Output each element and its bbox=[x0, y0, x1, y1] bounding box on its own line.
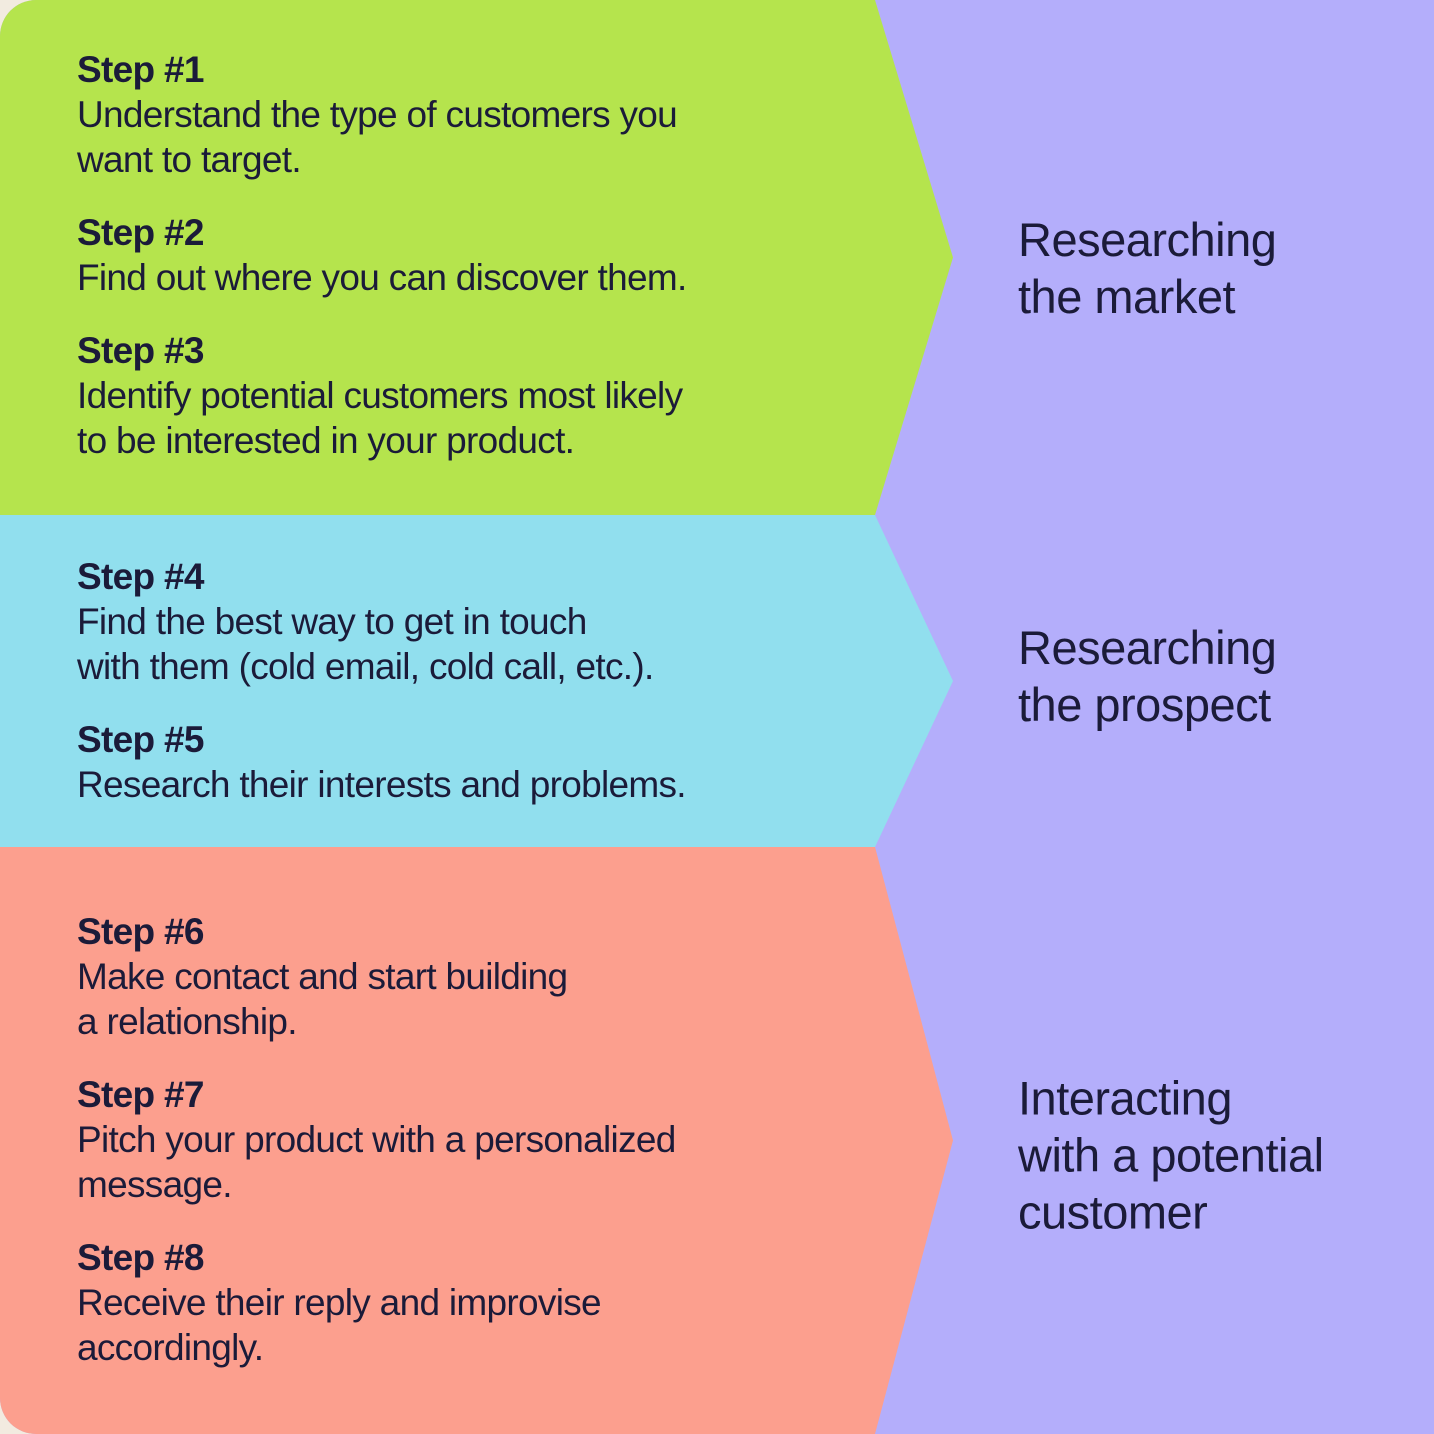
step-5-title: Step #5 bbox=[77, 719, 204, 760]
step-4-text-line: with them (cold email, cold call, etc.). bbox=[77, 646, 654, 687]
stage-label-line: Researching bbox=[1018, 621, 1277, 674]
step-1-text-line: Understand the type of customers you bbox=[77, 94, 678, 135]
step-7-text-line: Pitch your product with a personalized bbox=[77, 1119, 676, 1160]
step-7-text-line: message. bbox=[77, 1164, 233, 1205]
stage-label-line: Interacting bbox=[1018, 1071, 1232, 1125]
step-8-title: Step #8 bbox=[77, 1237, 204, 1278]
step-5-block: Step #5 Research their interests and pro… bbox=[77, 717, 953, 807]
stage-label-line: Researching bbox=[1018, 213, 1277, 266]
step-3-title: Step #3 bbox=[77, 330, 204, 371]
step-6-block: Step #6 Make contact and start building … bbox=[77, 909, 953, 1044]
stage-prospect-steps: Step #4 Find the best way to get in touc… bbox=[0, 515, 953, 807]
stage-market-chevron: Step #1 Understand the type of customers… bbox=[0, 0, 953, 515]
step-4-text-line: Find the best way to get in touch bbox=[77, 601, 587, 642]
step-7-block: Step #7 Pitch your product with a person… bbox=[77, 1072, 953, 1207]
step-1-text-line: want to target. bbox=[77, 139, 302, 180]
step-3-text-line: to be interested in your product. bbox=[77, 420, 575, 461]
stage-market-steps: Step #1 Understand the type of customers… bbox=[0, 0, 953, 463]
step-4-title: Step #4 bbox=[77, 556, 204, 597]
step-4-block: Step #4 Find the best way to get in touc… bbox=[77, 554, 953, 689]
step-2-text-line: Find out where you can discover them. bbox=[77, 257, 687, 298]
step-1-title: Step #1 bbox=[77, 49, 204, 90]
stage-label-researching-prospect: Researching the prospect bbox=[1018, 619, 1277, 733]
step-5-text-line: Research their interests and problems. bbox=[77, 764, 687, 805]
step-8-text-line: accordingly. bbox=[77, 1327, 264, 1368]
stage-label-line: the prospect bbox=[1018, 678, 1271, 731]
stage-label-line: with a potential bbox=[1018, 1128, 1324, 1182]
stage-label-line: customer bbox=[1018, 1185, 1208, 1239]
step-8-text-line: Receive their reply and improvise bbox=[77, 1282, 602, 1323]
step-6-title: Step #6 bbox=[77, 911, 204, 952]
step-6-text-line: Make contact and start building bbox=[77, 956, 568, 997]
stage-prospect-chevron: Step #4 Find the best way to get in touc… bbox=[0, 515, 953, 847]
step-2-title: Step #2 bbox=[77, 212, 204, 253]
stage-interact-chevron: Step #6 Make contact and start building … bbox=[0, 847, 953, 1434]
step-6-text-line: a relationship. bbox=[77, 1001, 298, 1042]
step-3-block: Step #3 Identify potential customers mos… bbox=[77, 328, 953, 463]
step-2-block: Step #2 Find out where you can discover … bbox=[77, 210, 953, 300]
stage-label-line: the market bbox=[1018, 270, 1236, 323]
step-8-block: Step #8 Receive their reply and improvis… bbox=[77, 1235, 953, 1370]
step-7-title: Step #7 bbox=[77, 1074, 204, 1115]
stage-label-interacting-customer: Interacting with a potential customer bbox=[1018, 1070, 1324, 1241]
stage-label-researching-market: Researching the market bbox=[1018, 211, 1277, 325]
step-3-text-line: Identify potential customers most likely bbox=[77, 375, 683, 416]
stage-interact-steps: Step #6 Make contact and start building … bbox=[0, 847, 953, 1370]
step-1-block: Step #1 Understand the type of customers… bbox=[77, 47, 953, 182]
